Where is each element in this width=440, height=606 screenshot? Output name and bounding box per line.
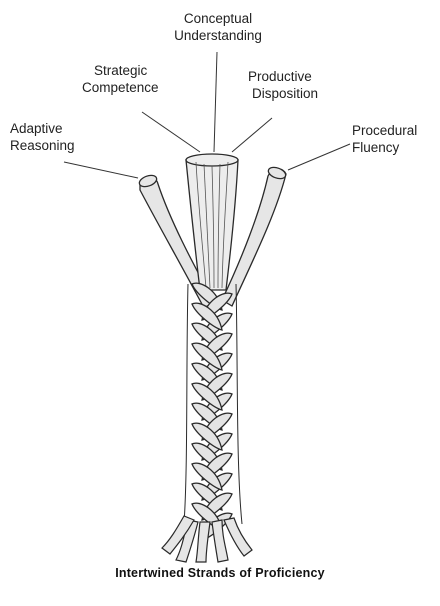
label-productive-line2: Disposition: [244, 85, 318, 102]
leader-line-adaptive: [64, 162, 138, 178]
label-adaptive-line1: Adaptive: [10, 120, 75, 137]
label-strategic-line1: Strategic: [82, 62, 159, 79]
label-adaptive-line2: Reasoning: [10, 137, 75, 154]
label-procedural-line1: Procedural: [352, 122, 417, 139]
label-procedural-fluency: Procedural Fluency: [352, 122, 417, 156]
label-adaptive-reasoning: Adaptive Reasoning: [10, 120, 75, 154]
diagram-caption: Intertwined Strands of Proficiency: [0, 566, 440, 580]
leader-line-strategic: [142, 112, 200, 152]
braid: [184, 283, 242, 540]
frayed-ends: [162, 516, 252, 562]
leader-line-conceptual: [214, 52, 217, 152]
label-conceptual-line2: Understanding: [158, 27, 278, 44]
bundle-top: [186, 154, 238, 166]
label-productive-disposition: Productive Disposition: [244, 68, 318, 102]
label-procedural-line2: Fluency: [352, 139, 417, 156]
label-productive-line1: Productive: [244, 68, 318, 85]
leader-line-productive: [232, 118, 272, 152]
label-conceptual-line1: Conceptual: [158, 10, 278, 27]
label-strategic-line2: Competence: [82, 79, 159, 96]
leader-line-procedural: [288, 144, 350, 170]
label-strategic-competence: Strategic Competence: [82, 62, 159, 96]
label-conceptual-understanding: Conceptual Understanding: [158, 10, 278, 44]
